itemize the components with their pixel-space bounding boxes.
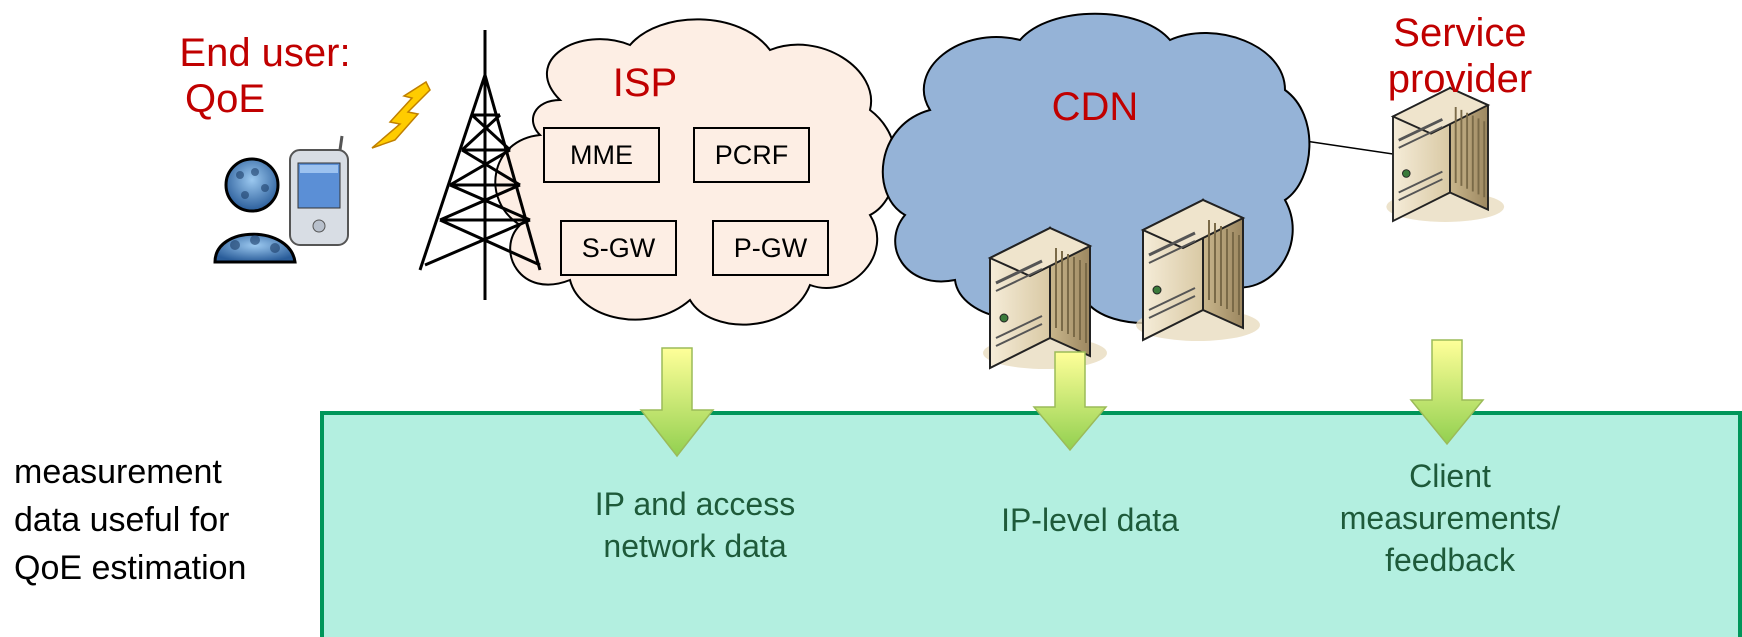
end-user-label: End user: QoE: [150, 30, 380, 122]
client-data-label: Client measurements/ feedback: [1300, 455, 1600, 581]
cdn-data-label: IP-level data: [960, 499, 1220, 541]
server-icon: [1384, 86, 1506, 224]
isp-data-line2: network data: [603, 528, 787, 564]
side-label-line3: QoE estimation: [14, 549, 247, 587]
service-provider-label: Service provider: [1350, 10, 1570, 102]
client-data-line2: measurements/: [1339, 500, 1561, 536]
lightning-icon: [371, 80, 431, 149]
service-provider-line2: provider: [1387, 57, 1533, 101]
mobile-phone-icon: [289, 135, 349, 246]
isp-data-arrow: [639, 347, 715, 458]
end-user-line2: QoE: [184, 77, 266, 121]
end-user-line1: End user:: [179, 31, 351, 75]
service-provider-line1: Service: [1393, 11, 1527, 55]
isp-data-label: IP and access network data: [560, 483, 830, 567]
cdn-title: CDN: [1051, 85, 1139, 129]
measurement-panel: [320, 411, 1742, 637]
cdn-data-arrow: [1032, 351, 1108, 452]
isp-data-line1: IP and access: [594, 486, 796, 522]
p-gw-box: P-GW: [712, 220, 829, 276]
cdn-data-line1: IP-level data: [1001, 502, 1179, 538]
client-data-line3: feedback: [1385, 542, 1515, 578]
measurement-side-label: measurement data useful for QoE estimati…: [14, 448, 314, 592]
user-icon: [213, 157, 297, 264]
mme-box: MME: [543, 127, 660, 183]
pcrf-box: PCRF: [693, 127, 810, 183]
client-data-line1: Client: [1409, 458, 1491, 494]
cdn-cloud: [881, 12, 1311, 324]
s-gw-box: S-GW: [560, 220, 677, 276]
client-data-arrow: [1409, 339, 1485, 446]
side-label-line2: data useful for: [14, 501, 230, 539]
radio-tower-icon: [418, 30, 542, 300]
isp-title: ISP: [612, 61, 678, 105]
side-label-line1: measurement: [14, 453, 222, 491]
